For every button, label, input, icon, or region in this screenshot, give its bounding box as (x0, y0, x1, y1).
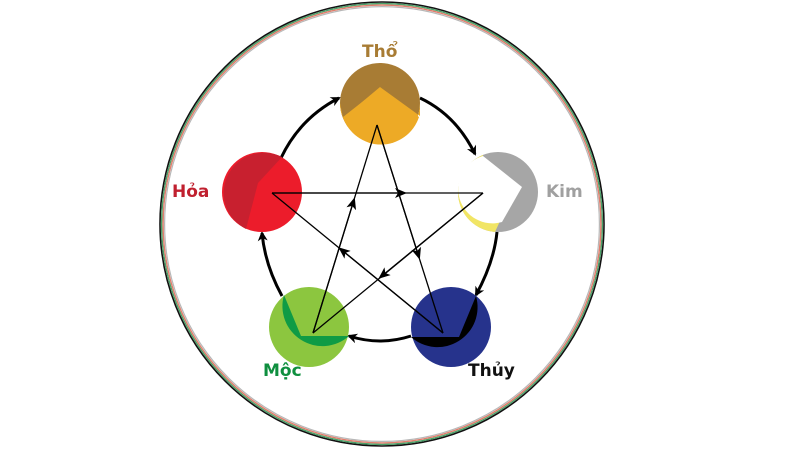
outer-ring (159, 1, 605, 447)
element-thuy (411, 287, 491, 367)
element-moc (269, 287, 349, 367)
arc-kim-thuy (474, 231, 499, 297)
controlling-cycle (271, 124, 484, 334)
element-tho (340, 63, 420, 145)
label-thuy: Thủy (468, 361, 515, 381)
generating-cycle (257, 96, 499, 344)
arc-hoa-tho (279, 96, 341, 159)
element-kim (457, 152, 538, 232)
arc-tho-kim (419, 96, 477, 156)
label-moc: Mộc (263, 361, 302, 381)
arc-thuy-moc (347, 333, 412, 344)
label-kim: Kim (546, 182, 583, 202)
label-hoa: Hỏa (172, 182, 210, 202)
element-hoa (222, 152, 302, 232)
arc-moc-hoa (257, 231, 284, 297)
label-tho: Thổ (362, 42, 398, 62)
